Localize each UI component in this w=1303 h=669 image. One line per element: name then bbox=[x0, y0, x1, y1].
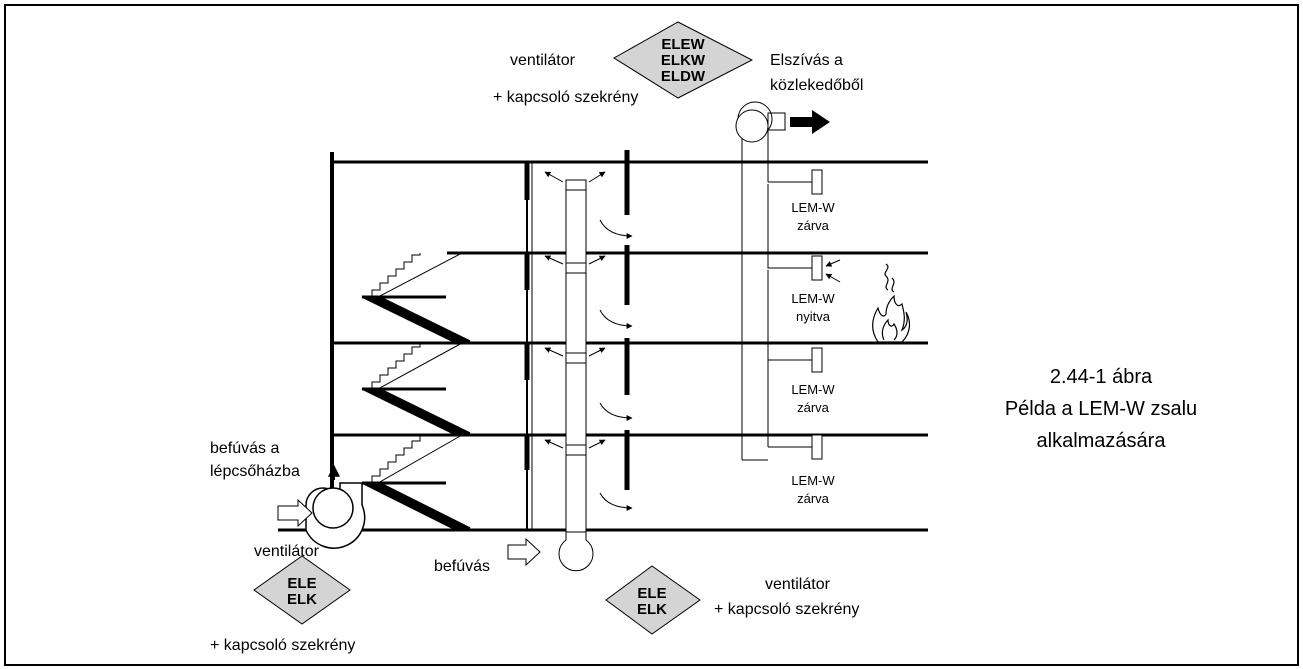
fan-icon bbox=[735, 101, 786, 143]
diamond-top bbox=[613, 21, 754, 99]
top-code-3: ELDW bbox=[661, 68, 706, 85]
extraction-duct bbox=[741, 130, 812, 461]
stair-inlet-label-1: befúvás a bbox=[210, 440, 279, 457]
stair-code-1: ELE bbox=[287, 575, 316, 592]
caption-figure-number: 2.44-1 ábra bbox=[1050, 366, 1153, 388]
stair-steps-upper bbox=[371, 252, 463, 484]
hollow-inflow-arrows bbox=[277, 498, 541, 567]
diamond-left bbox=[253, 555, 351, 625]
diamond-right bbox=[605, 565, 701, 635]
top-code-1: ELEW bbox=[661, 36, 705, 53]
shaft-code-2: ELK bbox=[637, 601, 667, 618]
damper-name-3: LEM-W bbox=[791, 382, 835, 397]
shaft-cabinet-label: + kapcsoló szekrény bbox=[714, 601, 859, 618]
staircase bbox=[361, 296, 471, 529]
shaft-inlet-label: befúvás bbox=[434, 558, 490, 575]
stair-fan-label: ventilátor bbox=[254, 543, 320, 560]
stair-cabinet-label: + kapcsoló szekrény bbox=[210, 637, 355, 654]
fire-icon bbox=[872, 294, 911, 343]
damper-open-arrows bbox=[825, 259, 841, 283]
damper-state-1: zárva bbox=[797, 218, 830, 233]
damper-state-4: zárva bbox=[797, 491, 830, 506]
shaft-outlet-arrows bbox=[544, 171, 633, 511]
fan-icon bbox=[558, 531, 594, 572]
shaft-code-1: ELE bbox=[637, 585, 666, 602]
extraction-label-2: közlekedőből bbox=[770, 77, 863, 94]
stair-code-2: ELK bbox=[287, 591, 317, 608]
damper-name-2: LEM-W bbox=[791, 291, 835, 306]
extraction-label-1: Elszívás a bbox=[770, 52, 843, 69]
outer-frame bbox=[4, 4, 1299, 666]
caption-line-2: Példa a LEM-W zsalu bbox=[1005, 398, 1197, 420]
shaft-fan-label: ventilátor bbox=[765, 576, 831, 593]
supply-shaft bbox=[565, 179, 587, 541]
damper-name-1: LEM-W bbox=[791, 200, 835, 215]
stair-inlet-label-2: lépcsőházba bbox=[210, 463, 300, 480]
fan-icon bbox=[305, 482, 366, 549]
caption-line-3: alkalmazására bbox=[1037, 430, 1167, 452]
arrow-icon bbox=[790, 110, 830, 134]
damper-name-4: LEM-W bbox=[791, 473, 835, 488]
top-cabinet-label: + kapcsoló szekrény bbox=[493, 89, 638, 106]
damper-state-3: zárva bbox=[797, 400, 830, 415]
top-fan-label: ventilátor bbox=[510, 52, 576, 69]
damper-boxes bbox=[811, 169, 823, 460]
top-code-2: ELKW bbox=[661, 52, 706, 69]
smoke-icon bbox=[884, 263, 895, 293]
damper-state-2: nyitva bbox=[796, 309, 831, 324]
corridor-walls bbox=[524, 150, 630, 530]
